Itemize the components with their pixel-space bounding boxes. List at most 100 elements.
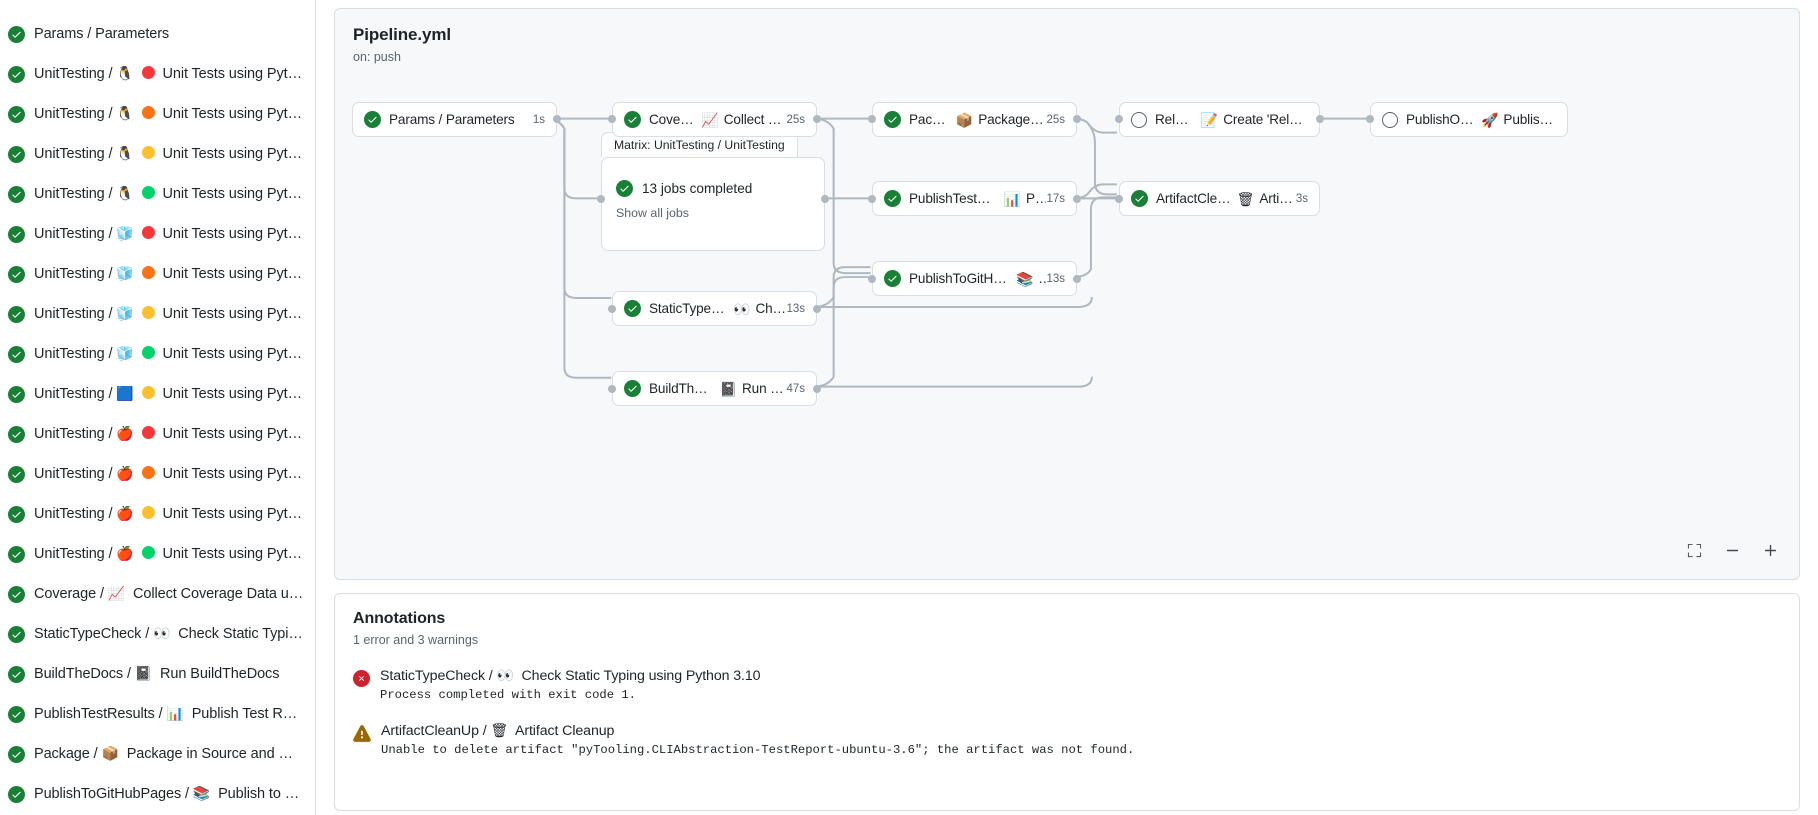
matrix-summary-label: 13 jobs completed <box>642 181 753 196</box>
annotations-title: Annotations <box>353 610 446 627</box>
os-icon: 🍎 <box>116 506 134 521</box>
graph-canvas: Params / Parameters 1s Coverage / 📈 Coll… <box>335 9 1799 579</box>
sidebar-item[interactable]: UnitTesting / 🍎 Unit Tests using Pyth... <box>0 494 315 534</box>
os-icon: 🐧 <box>116 186 134 201</box>
node-step-label: Publish to ... <box>1503 112 1556 127</box>
sidebar-item[interactable]: UnitTesting / 🧊 Unit Tests using Pyth... <box>0 334 315 374</box>
python-version-dot <box>141 266 155 279</box>
matrix-tab-label: Matrix: UnitTesting / UnitTesting <box>614 138 785 152</box>
chart-increasing-icon: 📈 <box>701 111 719 128</box>
graph-zoom-controls[interactable] <box>1681 537 1783 563</box>
sidebar-item[interactable]: UnitTesting / 🐧 Unit Tests using Pyth... <box>0 174 315 214</box>
sidebar-item-label: BuildTheDocs / 📓 Run BuildTheDocs <box>34 666 280 682</box>
sidebar-item[interactable]: UnitTesting / 🐧 Unit Tests using Pyth... <box>0 54 315 94</box>
status-success-icon <box>8 585 25 603</box>
sidebar-item-label: UnitTesting / 🧊 Unit Tests using Pyth... <box>34 306 305 322</box>
sidebar-item[interactable]: Coverage / 📈 Collect Coverage Data usi..… <box>0 574 315 614</box>
sidebar-item[interactable]: UnitTesting / 🐧 Unit Tests using Pyth... <box>0 134 315 174</box>
bar-chart-icon: 📊 <box>1003 190 1022 207</box>
sidebar-item-label: UnitTesting / 🐧 Unit Tests using Pyth... <box>34 106 305 122</box>
sidebar-item[interactable]: UnitTesting / 🍎 Unit Tests using Pyth... <box>0 534 315 574</box>
graph-node-release[interactable]: Release / 📝 Create 'Release P... <box>1119 102 1320 137</box>
sidebar-item-label: UnitTesting / 🍎 Unit Tests using Pyth... <box>34 546 305 562</box>
matrix-summary-row: 13 jobs completed <box>616 180 810 197</box>
sidebar-item[interactable]: StaticTypeCheck / 👀 Check Static Typing.… <box>0 614 315 654</box>
annotation-item[interactable]: StaticTypeCheck / 👀 Check Static Typing … <box>353 668 1781 702</box>
node-label: Coverage / <box>649 112 696 127</box>
sidebar-item[interactable]: Package / 📦 Package in Source and Wh... <box>0 734 315 774</box>
show-all-jobs-link[interactable]: Show all jobs <box>616 206 690 220</box>
sidebar-item[interactable]: UnitTesting / 🧊 Unit Tests using Pyth... <box>0 294 315 334</box>
status-success-icon <box>8 345 25 363</box>
sidebar-item-label: Coverage / 📈 Collect Coverage Data usi..… <box>34 586 305 602</box>
status-success-icon <box>624 111 641 128</box>
python-version-dot <box>141 466 155 479</box>
zoom-in-icon[interactable] <box>1757 537 1783 563</box>
matrix-group-unittesting[interactable]: Matrix: UnitTesting / UnitTesting 13 job… <box>601 132 825 251</box>
graph-node-buildthedocs[interactable]: BuildTheDocs / 📓 Run Buil... 47s <box>612 371 817 406</box>
status-success-icon <box>8 705 25 723</box>
status-success-icon <box>8 225 25 243</box>
sidebar-item[interactable]: Params / Parameters <box>0 14 315 54</box>
page-title: Pipeline.yml <box>353 25 452 44</box>
annotation-message: Unable to delete artifact "pyTooling.CLI… <box>381 743 1135 757</box>
node-step-label: Artifac... <box>1259 191 1296 206</box>
status-success-icon <box>8 385 25 403</box>
os-icon: 🐧 <box>116 106 134 121</box>
sidebar-item[interactable]: UnitTesting / 🍎 Unit Tests using Pyth... <box>0 414 315 454</box>
sidebar-item[interactable]: UnitTesting / 🟦 Unit Tests using Pyth... <box>0 374 315 414</box>
status-success-icon <box>1131 190 1148 207</box>
graph-node-coverage[interactable]: Coverage / 📈 Collect Cove... 25s <box>612 102 817 137</box>
node-step-label: Run Buil... <box>742 381 787 396</box>
graph-node-params[interactable]: Params / Parameters 1s <box>352 102 557 137</box>
annotation-message: Process completed with exit code 1. <box>380 688 636 702</box>
status-success-icon <box>884 270 901 287</box>
sidebar-item-label: UnitTesting / 🐧 Unit Tests using Pyth... <box>34 66 305 82</box>
graph-node-publishtestresults[interactable]: PublishTestResults / 📊 Pu... 17s <box>872 181 1077 216</box>
sidebar-item[interactable]: UnitTesting / 🧊 Unit Tests using Pyth... <box>0 254 315 294</box>
os-icon: 📦 <box>101 746 119 761</box>
os-icon: 🍎 <box>116 546 134 561</box>
node-duration: 17s <box>1046 192 1065 205</box>
os-icon: 📓 <box>134 666 153 681</box>
node-step-label: Collect Cove... <box>723 112 787 127</box>
node-port <box>1115 195 1123 203</box>
workflow-trigger: on: push <box>353 50 401 64</box>
status-success-icon <box>616 180 633 197</box>
notebook-icon: 📓 <box>719 380 737 397</box>
rocket-icon: 🚀 <box>1480 111 1499 128</box>
sidebar-item[interactable]: PublishTestResults / 📊 Publish Test Resu… <box>0 694 315 734</box>
status-success-icon <box>8 625 25 643</box>
graph-node-artifactcleanup[interactable]: ArtifactCleanUp / 🗑 Artifac... 3s <box>1119 181 1320 216</box>
graph-node-publishonpypi[interactable]: PublishOnPyPI / 🚀 Publish to ... <box>1370 102 1568 137</box>
python-version-dot <box>141 386 155 399</box>
zoom-out-icon[interactable] <box>1719 537 1745 563</box>
annotations-card: Annotations 1 error and 3 warnings Stati… <box>334 593 1800 811</box>
node-port <box>1316 115 1324 123</box>
node-step-label: Package in So... <box>978 112 1046 127</box>
node-port <box>608 115 616 123</box>
sidebar-item[interactable]: UnitTesting / 🧊 Unit Tests using Pyth... <box>0 214 315 254</box>
graph-node-package[interactable]: Package / 📦 Package in So... 25s <box>872 102 1077 137</box>
status-success-icon <box>8 265 25 283</box>
status-success-icon <box>8 545 25 563</box>
graph-node-statictypecheck[interactable]: StaticTypeCheck / 👀 Chec... 13s <box>612 291 817 326</box>
sidebar-item[interactable]: UnitTesting / 🐧 Unit Tests using Pyth... <box>0 94 315 134</box>
sidebar-item[interactable]: BuildTheDocs / 📓 Run BuildTheDocs <box>0 654 315 694</box>
graph-node-publishtogithubpages[interactable]: PublishToGitHubPages / 📚 ... 13s <box>872 261 1077 296</box>
os-icon: 📈 <box>107 586 126 601</box>
sidebar-item[interactable]: UnitTesting / 🍎 Unit Tests using Pyth... <box>0 454 315 494</box>
status-success-icon <box>8 505 25 523</box>
node-port <box>553 115 561 123</box>
fullscreen-icon[interactable] <box>1681 537 1707 563</box>
main-content: Pipeline.yml on: push <box>316 0 1818 815</box>
eyes-icon: 👀 <box>733 300 751 317</box>
python-version-dot <box>141 506 155 519</box>
annotations-list: StaticTypeCheck / 👀 Check Static Typing … <box>353 668 1781 757</box>
status-success-icon <box>8 785 25 803</box>
sidebar-item[interactable]: PublishToGitHubPages / 📚 Publish to G... <box>0 774 315 814</box>
node-port <box>813 385 821 393</box>
